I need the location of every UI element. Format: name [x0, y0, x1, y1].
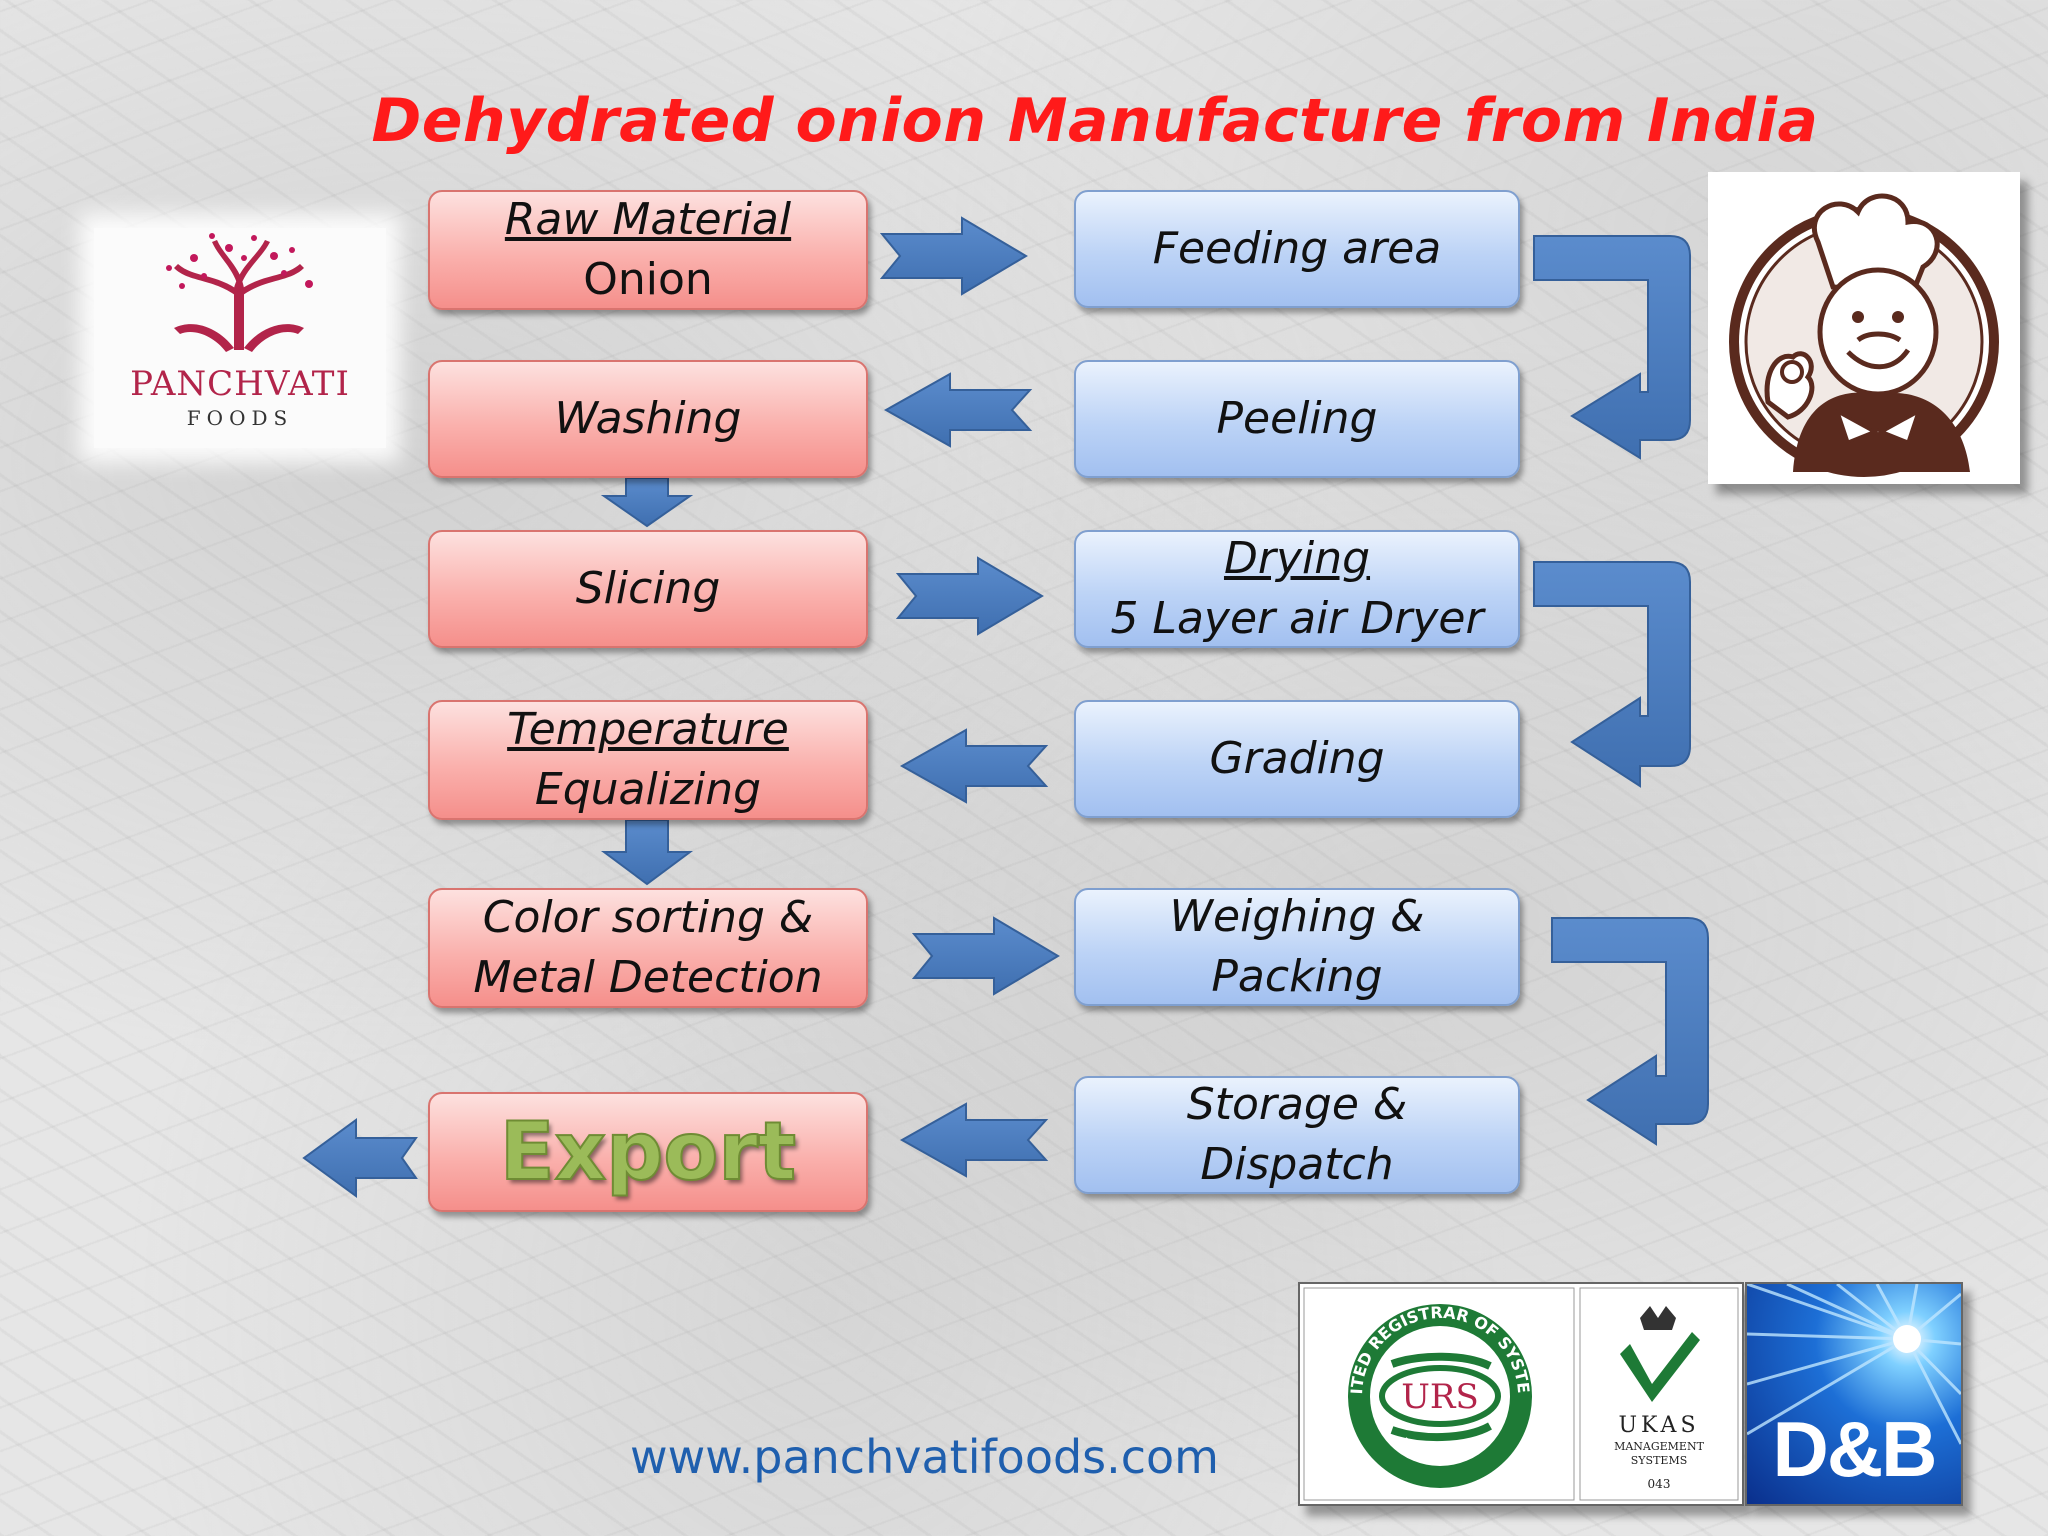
step-weighing-line1: Weighing &: [1169, 891, 1425, 942]
step-color-sorting-line2: Metal Detection: [473, 952, 823, 1003]
step-storage-line2: Dispatch: [1200, 1139, 1394, 1190]
step-drying-title: Drying: [1223, 533, 1371, 584]
arrow-left-4: [302, 1118, 418, 1198]
tree-hands-icon: [166, 233, 313, 352]
step-export-label: Export: [499, 1105, 797, 1198]
step-weighing-line2: Packing: [1211, 951, 1383, 1002]
step-drying: Drying 5 Layer air Dryer: [1074, 530, 1520, 648]
arrow-right-3: [911, 916, 1060, 996]
step-slicing: Slicing: [428, 530, 868, 648]
step-feeding-area: Feeding area: [1074, 190, 1520, 308]
page-title: Dehydrated onion Manufacture from India: [371, 86, 1819, 156]
logo-sub-name: FOODS: [186, 406, 294, 430]
step-feeding-label: Feeding area: [1152, 223, 1442, 274]
step-temperature-equalizing: Temperature Equalizing: [428, 700, 868, 820]
arrow-left-1: [883, 372, 1033, 448]
step-temperature-detail: Equalizing: [534, 764, 762, 815]
arrow-down-2: [600, 819, 694, 886]
step-temperature-title: Temperature: [507, 704, 789, 755]
step-grading-label: Grading: [1209, 733, 1385, 784]
step-washing-label: Washing: [554, 393, 742, 444]
step-weighing-packing: Weighing & Packing: [1074, 888, 1520, 1006]
step-peeling: Peeling: [1074, 360, 1520, 478]
ukas-name: UKAS: [1618, 1413, 1699, 1438]
step-raw-material-detail: Onion: [583, 254, 713, 305]
bent-arrow-1: [1533, 235, 1691, 460]
certification-logos: UNITED REGISTRAR OF SYSTEMS ISO 9001 URS…: [1292, 1269, 1744, 1506]
panchvati-logo: PANCHVATI FOODS: [94, 228, 386, 448]
chef-icon: [1729, 193, 1999, 477]
step-color-sorting: Color sorting & Metal Detection: [428, 888, 868, 1008]
arrow-right-2: [895, 556, 1044, 636]
arrow-down-1: [600, 477, 694, 528]
bent-arrow-3: [1551, 917, 1709, 1146]
step-grading: Grading: [1074, 700, 1520, 818]
step-raw-material: Raw Material Onion: [428, 190, 868, 310]
dnb-logo: D&B: [1745, 1282, 1963, 1506]
website-link[interactable]: www.panchvatifoods.com: [630, 1430, 1219, 1484]
bent-arrow-2: [1533, 561, 1691, 788]
step-slicing-label: Slicing: [575, 563, 721, 614]
urs-center-text: URS: [1401, 1377, 1479, 1417]
arrow-left-2: [899, 728, 1049, 804]
ukas-number: 043: [1648, 1477, 1671, 1491]
arrow-left-3: [899, 1102, 1049, 1178]
urs-ukas-seal-icon: UNITED REGISTRAR OF SYSTEMS ISO 9001 URS…: [1292, 1269, 1739, 1501]
step-washing: Washing: [428, 360, 868, 478]
dnb-text: D&B: [1772, 1405, 1938, 1493]
arrow-right-1: [879, 216, 1028, 296]
step-export: Export: [428, 1092, 868, 1212]
ukas-line1: MANAGEMENT: [1614, 1440, 1705, 1453]
step-drying-detail: 5 Layer air Dryer: [1110, 593, 1484, 644]
sunburst-icon: [1747, 1284, 1961, 1445]
step-raw-material-title: Raw Material: [504, 194, 792, 245]
chef-mascot-image: [1708, 172, 2020, 484]
logo-brand-name: PANCHVATI: [130, 364, 350, 404]
step-peeling-label: Peeling: [1216, 393, 1378, 444]
step-storage-line1: Storage &: [1186, 1079, 1408, 1130]
step-color-sorting-line1: Color sorting &: [482, 892, 814, 943]
step-storage-dispatch: Storage & Dispatch: [1074, 1076, 1520, 1194]
ukas-line2: SYSTEMS: [1631, 1454, 1688, 1467]
